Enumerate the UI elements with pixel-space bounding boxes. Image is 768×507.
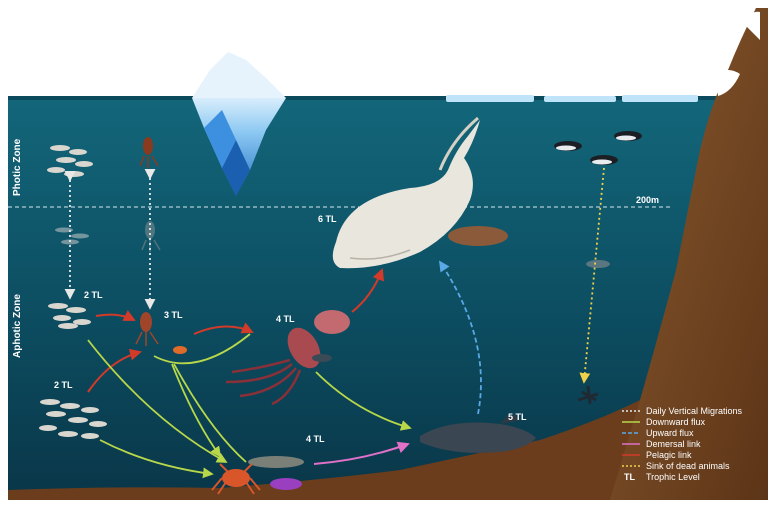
sperm-whale xyxy=(332,116,480,269)
aphotic-zone-label: Aphotic Zone xyxy=(12,294,23,358)
trophic-label-krill-deep: 2 TL xyxy=(54,380,73,390)
downward-flux-largesquid-crab xyxy=(153,333,251,365)
demersal-link-benthic-toothfish xyxy=(313,441,410,465)
trophic-label-squid-large: 4 TL xyxy=(276,314,295,324)
small-fish-aphotic xyxy=(312,354,332,362)
sea-ice-floes xyxy=(446,95,698,102)
legend-label-4: Pelagic link xyxy=(646,450,692,460)
pelagic-link-krill-squid-deep xyxy=(87,348,142,393)
downward-flux-krill-crab xyxy=(87,339,228,463)
trophic-label-whale: 6 TL xyxy=(318,214,337,224)
brittle-star xyxy=(577,385,599,405)
squid-small-aphotic xyxy=(135,312,187,354)
downward-flux-largesquid-toothfish xyxy=(315,371,412,431)
seafloor xyxy=(8,380,760,500)
legend-label-0: Daily Vertical Migrations xyxy=(646,406,743,416)
downward-flux-squid-benthic xyxy=(173,363,247,463)
krill-swarm-deep xyxy=(39,399,107,439)
crab xyxy=(211,463,261,495)
legend-label-5: Sink of dead animals xyxy=(646,461,730,471)
krill-swarm-aphotic xyxy=(48,303,91,329)
sea-cucumber xyxy=(270,478,302,490)
upward-flux-toothfish-whale xyxy=(439,260,482,415)
benthic-fish xyxy=(248,456,304,468)
pelagic-link-squid-largesquid xyxy=(193,322,254,335)
ocean-surface xyxy=(8,96,760,100)
iceberg xyxy=(192,52,286,196)
trophic-label-toothfish: 5 TL xyxy=(508,412,527,422)
legend-label-1: Downward flux xyxy=(646,417,706,427)
mountain-snow xyxy=(742,11,760,40)
downward-flux-krill-deep xyxy=(99,439,214,479)
photic-zone-label: Photic Zone xyxy=(12,138,23,196)
sink-dead-animals-arrow xyxy=(579,167,605,384)
trophic-label-squid-small: 3 TL xyxy=(164,310,183,320)
penguins xyxy=(554,131,642,268)
prey-fish-whale xyxy=(448,226,508,246)
toothfish xyxy=(420,414,536,453)
pelagic-link-largesquid-whale xyxy=(351,268,385,313)
downward-flux-squid-crab xyxy=(171,363,222,458)
legend-label-2: Upward flux xyxy=(646,428,694,438)
trophic-label-benthic-fish: 4 TL xyxy=(306,434,325,444)
depth-200m-label: 200m xyxy=(636,195,659,205)
legend-label-3: Demersal link xyxy=(646,439,701,449)
mountain-island xyxy=(610,8,768,500)
pelagic-link-krill-squid xyxy=(95,310,136,321)
trophic-label-krill-aphotic: 2 TL xyxy=(84,290,103,300)
squid-small-surface xyxy=(139,137,159,168)
legend-key-abbr: TL xyxy=(624,472,635,482)
legend-key-label: Trophic Level xyxy=(646,472,700,482)
mountain-snow-patch xyxy=(716,70,740,96)
